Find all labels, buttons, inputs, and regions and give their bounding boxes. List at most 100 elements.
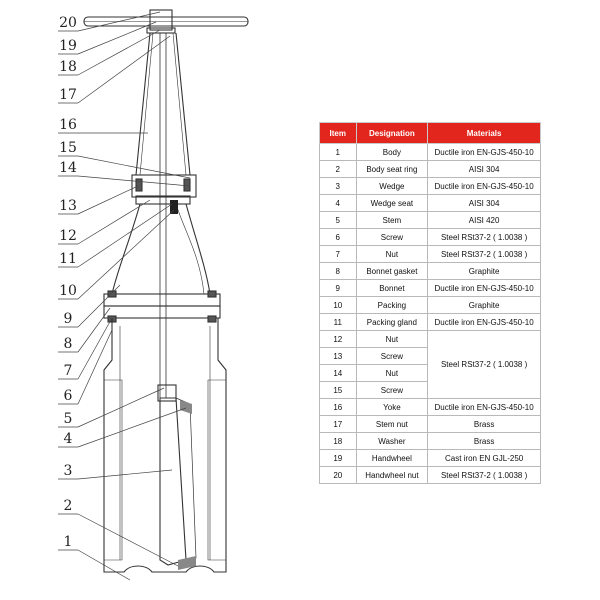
callout-8: 8 (64, 336, 73, 352)
callout-labels: 20 19 18 17 16 15 14 13 12 11 10 9 8 7 6… (59, 15, 77, 550)
cell-designation: Stem nut (355, 415, 429, 433)
cell-material: Ductile iron EN-GJS-450-10 (427, 313, 541, 331)
cell-designation: Wedge seat (355, 194, 429, 212)
cell-item: 4 (319, 194, 357, 212)
header-materials: Materials (427, 122, 541, 144)
cell-designation: Screw (355, 381, 429, 399)
cell-material: Ductile iron EN-GJS-450-10 (427, 143, 541, 161)
cell-material: Brass (427, 432, 541, 450)
callout-2: 2 (64, 498, 73, 514)
cell-item: 16 (319, 398, 357, 416)
cell-material: Cast iron EN GJL-250 (427, 449, 541, 467)
cell-material: Ductile iron EN-GJS-450-10 (427, 398, 541, 416)
callout-6: 6 (64, 388, 73, 404)
cell-item: 18 (319, 432, 357, 450)
cell-material-merged: Steel RSt37-2 ( 1.0038 ) (427, 330, 541, 399)
cell-item: 14 (319, 364, 357, 382)
cell-item: 20 (319, 466, 357, 484)
cell-item: 6 (319, 228, 357, 246)
cell-designation: Packing (355, 296, 429, 314)
cell-designation: Screw (355, 347, 429, 365)
callout-12: 12 (59, 228, 77, 244)
cell-material: AISI 304 (427, 160, 541, 178)
cell-material: Steel RSt37-2 ( 1.0038 ) (427, 245, 541, 263)
cell-designation: Body (355, 143, 429, 161)
cell-designation: Handwheel nut (355, 466, 429, 484)
cell-material: AISI 304 (427, 194, 541, 212)
cell-designation: Handwheel (355, 449, 429, 467)
cell-material: AISI 420 (427, 211, 541, 229)
leader-lines (58, 11, 191, 581)
cell-designation: Stem (355, 211, 429, 229)
cell-item: 19 (319, 449, 357, 467)
cell-designation: Packing gland (355, 313, 429, 331)
callout-7: 7 (64, 363, 73, 379)
callout-17: 17 (59, 87, 77, 103)
header-designation: Designation (355, 122, 429, 144)
cell-item: 8 (319, 262, 357, 280)
cell-designation: Washer (355, 432, 429, 450)
callout-13: 13 (59, 198, 77, 214)
cell-item: 13 (319, 347, 357, 365)
cell-designation: Bonnet (355, 279, 429, 297)
callout-1: 1 (64, 534, 73, 550)
cell-designation: Nut (355, 364, 429, 382)
callout-4: 4 (64, 431, 73, 447)
cell-designation: Screw (355, 228, 429, 246)
cell-item: 2 (319, 160, 357, 178)
cell-designation: Nut (355, 330, 429, 348)
cell-material: Ductile iron EN-GJS-450-10 (427, 279, 541, 297)
cell-item: 5 (319, 211, 357, 229)
cell-designation: Yoke (355, 398, 429, 416)
callout-16: 16 (59, 117, 77, 133)
cell-designation: Wedge (355, 177, 429, 195)
cell-designation: Bonnet gasket (355, 262, 429, 280)
callout-9: 9 (64, 311, 73, 327)
callout-15: 15 (59, 140, 77, 156)
cell-designation: Nut (355, 245, 429, 263)
callout-3: 3 (64, 463, 73, 479)
valve-outline (83, 9, 249, 573)
cell-material: Brass (427, 415, 541, 433)
header-item: Item (319, 122, 357, 144)
cell-item: 15 (319, 381, 357, 399)
callout-18: 18 (59, 59, 77, 75)
callout-5: 5 (64, 411, 73, 427)
cell-item: 10 (319, 296, 357, 314)
cell-material: Graphite (427, 262, 541, 280)
cell-item: 1 (319, 143, 357, 161)
cell-item: 11 (319, 313, 357, 331)
callout-11: 11 (59, 251, 77, 267)
cell-item: 3 (319, 177, 357, 195)
callout-10: 10 (59, 283, 77, 299)
callout-19: 19 (59, 38, 77, 54)
cell-material: Graphite (427, 296, 541, 314)
cell-material: Steel RSt37-2 ( 1.0038 ) (427, 228, 541, 246)
table-header-row: Item Designation Materials (319, 122, 541, 144)
cell-material: Steel RSt37-2 ( 1.0038 ) (427, 466, 541, 484)
cell-item: 9 (319, 279, 357, 297)
cell-item: 17 (319, 415, 357, 433)
callout-20: 20 (59, 15, 77, 31)
cell-material: Ductile iron EN-GJS-450-10 (427, 177, 541, 195)
